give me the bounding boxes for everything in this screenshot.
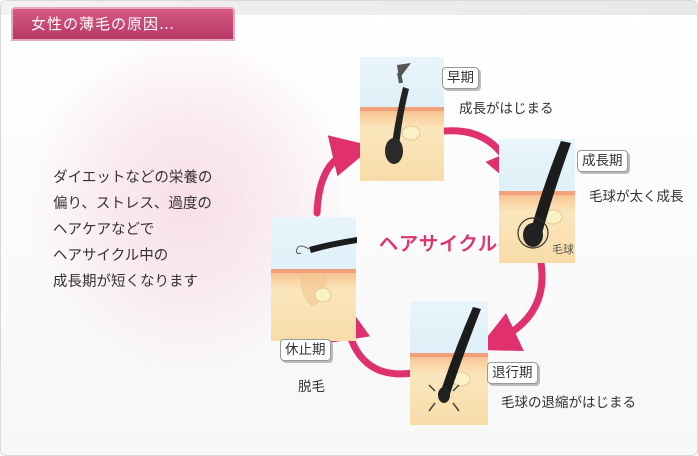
shrink-marks <box>428 384 460 412</box>
arrow-regression-to-rest <box>328 298 417 378</box>
cause-description: ダイエットなどの栄養の 偏り、ストレス、過度の ヘアケアなどで ヘアサイクル中の… <box>53 165 273 295</box>
panel-growth <box>499 139 575 263</box>
stage-caption-early: 成長がはじまる <box>459 101 554 117</box>
stage-caption-growth: 毛球が太く成長 <box>589 189 684 205</box>
panel-regression <box>410 301 488 425</box>
hair-cycle-title: ヘアサイクル <box>379 233 499 255</box>
description-line-3: ヘアケアなどで <box>53 222 155 238</box>
stage-label-rest: 休止期 <box>280 339 331 361</box>
arrow-rest-to-early <box>313 135 374 217</box>
description-line-5: 成長期が短くなります <box>53 274 198 290</box>
description-line-2: 偏り、ストレス、過度の <box>53 196 212 212</box>
section-title: 女性の薄毛の原因… <box>11 7 235 41</box>
panel-early <box>360 57 444 181</box>
description-line-1: ダイエットなどの栄養の <box>53 170 213 186</box>
arrow-growth-to-regression <box>477 259 546 352</box>
stage-label-growth: 成長期 <box>577 150 628 172</box>
panel-rest <box>271 217 357 341</box>
description-line-4: ヘアサイクル中の <box>53 248 169 264</box>
bulb-label: 毛球 <box>552 243 574 256</box>
stage-caption-regression: 毛球の退縮がはじまる <box>501 395 636 411</box>
stage-label-regression: 退行期 <box>487 362 538 384</box>
stage-caption-rest: 脱毛 <box>298 379 325 395</box>
stage-label-early: 早期 <box>442 67 479 89</box>
